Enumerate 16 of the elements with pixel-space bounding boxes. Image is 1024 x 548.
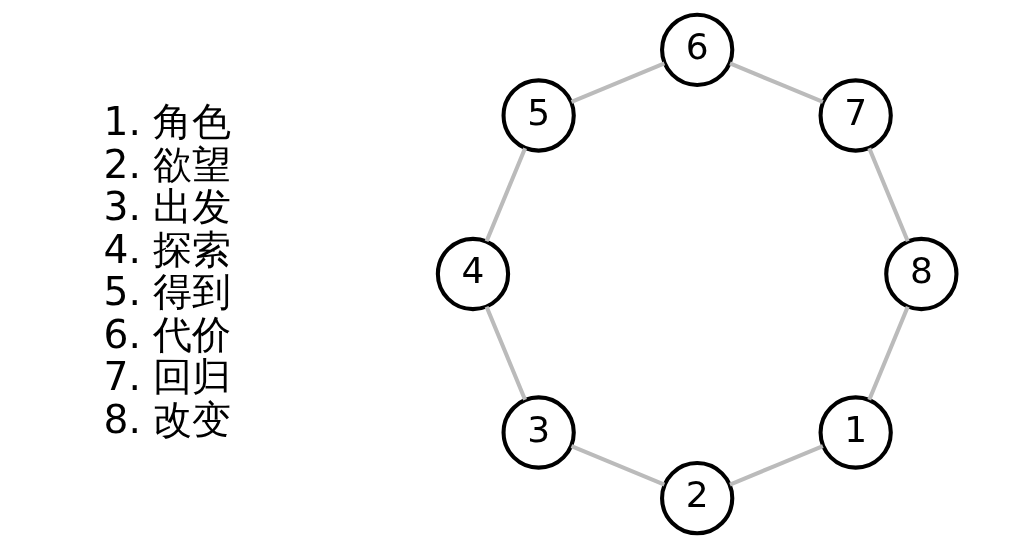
- node-circle: 8: [884, 236, 959, 312]
- connector: [729, 61, 824, 104]
- node-circle: 6: [660, 12, 735, 87]
- node-circle: 7: [818, 78, 893, 153]
- node-circle: 3: [501, 395, 576, 470]
- connector: [484, 147, 527, 242]
- node-circle: 4: [435, 236, 511, 312]
- connector: [729, 444, 824, 487]
- connector: [570, 444, 666, 487]
- connector: [484, 306, 527, 401]
- connector: [867, 147, 910, 242]
- node-circle: 5: [501, 78, 576, 153]
- connector: [867, 306, 910, 401]
- connector: [570, 61, 666, 104]
- node-circle: 1: [818, 395, 893, 470]
- node-circle: 2: [660, 461, 735, 536]
